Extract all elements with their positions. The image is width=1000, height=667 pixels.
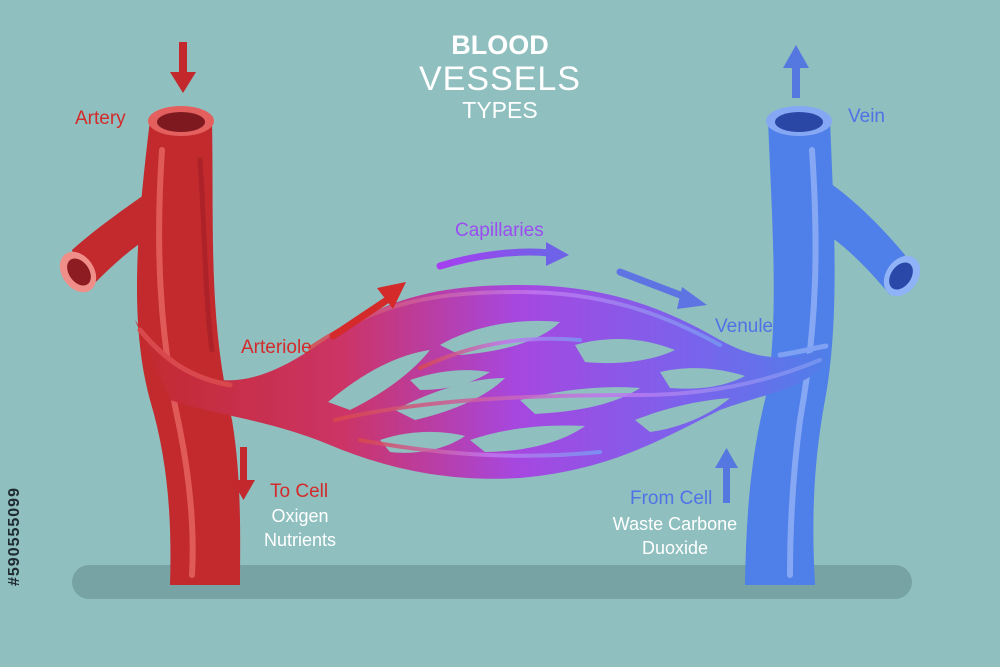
stock-id: #590555099 [6, 487, 23, 586]
vein-label: Vein [848, 106, 885, 127]
venule-arrow [616, 268, 707, 309]
artery [59, 106, 241, 585]
venule-label: Venule [715, 316, 774, 337]
vein-outflow-arrow [783, 45, 809, 98]
from-cell-label: From Cell [630, 488, 713, 509]
from-cell-item-waste: Waste Carbone [612, 514, 738, 534]
capillary-network [135, 285, 830, 479]
title-line-1: BLOOD [451, 30, 549, 60]
artery-inflow-arrow [170, 42, 196, 93]
title-line-2: VESSELS [419, 60, 581, 98]
arteriole-label: Arteriole [241, 337, 312, 358]
to-cell-item-oxigen: Oxigen [271, 506, 329, 526]
artery-label: Artery [75, 108, 126, 129]
from-cell-item-duoxide: Duoxide [641, 538, 709, 558]
capillaries-arrow [436, 242, 569, 270]
capillaries-label: Capillaries [455, 220, 544, 241]
from-cell-arrow [715, 448, 738, 503]
arteriole-arrow [329, 282, 406, 340]
vein [745, 106, 921, 585]
to-cell-label: To Cell [270, 481, 329, 502]
ground-shadow [72, 565, 912, 599]
to-cell-arrow [232, 447, 255, 500]
title-line-3: TYPES [462, 97, 538, 123]
to-cell-item-nutrients: Nutrients [263, 530, 337, 550]
